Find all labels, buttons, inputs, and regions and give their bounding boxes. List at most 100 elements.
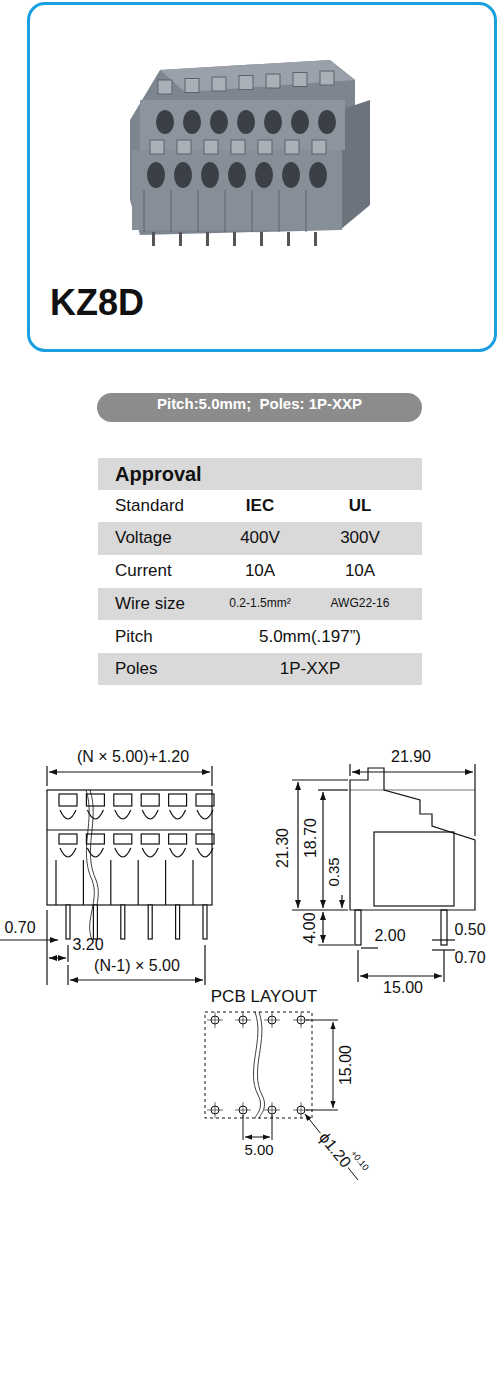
drawn-stroke	[144, 190, 145, 232]
table-cell: Pitch	[115, 628, 153, 647]
table-cell: 300V	[340, 529, 380, 548]
drawn-stroke	[282, 162, 300, 188]
drawn-stroke	[260, 232, 263, 246]
drawn-stroke	[55, 860, 56, 905]
drawn-stroke	[169, 834, 187, 844]
drawn-stroke	[243, 1012, 244, 1028]
drawn-stroke	[197, 848, 213, 857]
product-title: KZ8D	[50, 283, 144, 323]
table-cell: 5.0mm(.197”)	[259, 628, 361, 647]
drawn-stroke	[272, 1012, 273, 1028]
drawn-stroke	[158, 80, 172, 94]
drawn-stroke	[185, 79, 199, 93]
drawn-stroke	[141, 794, 159, 806]
table-cell: 400V	[240, 529, 280, 548]
drawn-stroke	[165, 860, 166, 905]
drawn-stroke	[266, 74, 280, 88]
drawn-stroke	[147, 162, 165, 188]
table-bands	[98, 458, 422, 685]
drawn-stroke	[114, 794, 132, 806]
table-cell: Current	[115, 562, 172, 581]
drawn-stroke	[142, 848, 158, 857]
section-heading: PCB LAYOUT	[211, 988, 317, 1007]
drawn-stroke	[60, 810, 76, 819]
table-cell: Voltage	[115, 529, 172, 548]
table-cell: UL	[349, 497, 372, 516]
drawn-stroke	[239, 76, 253, 90]
table-cell: Standard	[115, 497, 184, 516]
drawn-stroke	[87, 848, 103, 857]
drawn-stroke	[121, 905, 125, 939]
drawn-stroke	[177, 140, 191, 154]
drawn-stroke	[192, 860, 193, 905]
drawn-stroke	[148, 905, 152, 939]
table-cell: 0.2-1.5mm²	[229, 597, 290, 610]
drawn-stroke	[237, 110, 255, 134]
drawn-stroke	[203, 905, 207, 939]
drawn-stroke	[115, 848, 131, 857]
drawn-stroke	[320, 71, 334, 85]
drawn-stroke	[59, 834, 77, 844]
drawn-stroke	[309, 162, 327, 188]
dimension-value: 21.30	[274, 828, 292, 868]
table-cell: 1P-XXP	[280, 660, 340, 679]
table-cell: 10A	[245, 562, 275, 581]
drawn-stroke	[170, 848, 186, 857]
drawn-stroke	[196, 834, 214, 844]
drawn-stroke	[183, 110, 201, 134]
drawn-stroke	[287, 232, 290, 246]
drawn-stroke	[279, 190, 280, 232]
spec-pill: Pitch:5.0mm; Poles: 1P-XXP	[97, 393, 422, 422]
drawn-stroke	[196, 794, 214, 806]
drawn-stroke	[171, 190, 172, 232]
dimension-value: (N × 5.00)+1.20	[77, 748, 189, 766]
product-card: KZ8D	[27, 2, 497, 352]
drawn-stroke	[170, 810, 186, 819]
drawn-stroke	[264, 110, 282, 134]
drawn-stroke	[66, 905, 70, 939]
drawn-stroke	[306, 190, 307, 232]
drawn-stroke	[142, 810, 158, 819]
front-view	[0, 766, 214, 985]
dimension-value: 0.70	[454, 949, 485, 967]
dimension-value: 4.00	[301, 912, 319, 943]
drawn-stroke	[198, 190, 199, 232]
drawn-stroke	[233, 232, 236, 246]
drawn-stroke	[252, 190, 253, 232]
drawn-stroke	[228, 162, 246, 188]
drawn-stroke	[291, 110, 309, 134]
drawn-stroke	[156, 110, 174, 134]
drawn-stroke	[258, 140, 272, 154]
table-cell: Wire size	[115, 595, 185, 614]
dimension-value: 0.50	[454, 921, 485, 939]
drawn-stroke	[215, 1012, 216, 1028]
dimension-value: 18.70	[302, 818, 320, 858]
drawn-stroke	[197, 810, 213, 819]
drawn-stroke	[59, 794, 77, 806]
drawn-stroke	[176, 905, 180, 939]
table-cell: 10A	[345, 562, 375, 581]
drawn-stroke	[114, 834, 132, 844]
table-cell: Poles	[115, 660, 158, 679]
table-cell: AWG22-16	[331, 597, 390, 610]
drawn-stroke	[215, 1102, 216, 1118]
drawn-stroke	[285, 140, 299, 154]
product-illustration	[130, 60, 370, 246]
drawn-stroke	[318, 110, 336, 134]
drawn-stroke	[312, 140, 326, 154]
drawn-stroke	[110, 860, 111, 905]
drawn-stroke	[206, 232, 209, 246]
drawn-stroke	[201, 162, 219, 188]
dimension-value: 5.00	[244, 1142, 273, 1159]
drawn-stroke	[301, 1102, 302, 1118]
dimension-value: (N-1) × 5.00	[94, 957, 180, 975]
drawn-stroke	[231, 140, 245, 154]
dimension-value: 15.00	[337, 1045, 355, 1085]
dimension-value: 2.00	[374, 927, 405, 945]
pcb-layout	[205, 1012, 358, 1180]
table-cell: IEC	[246, 497, 274, 516]
drawn-stroke	[210, 110, 228, 134]
drawn-stroke	[141, 834, 159, 844]
side-view	[292, 764, 475, 982]
